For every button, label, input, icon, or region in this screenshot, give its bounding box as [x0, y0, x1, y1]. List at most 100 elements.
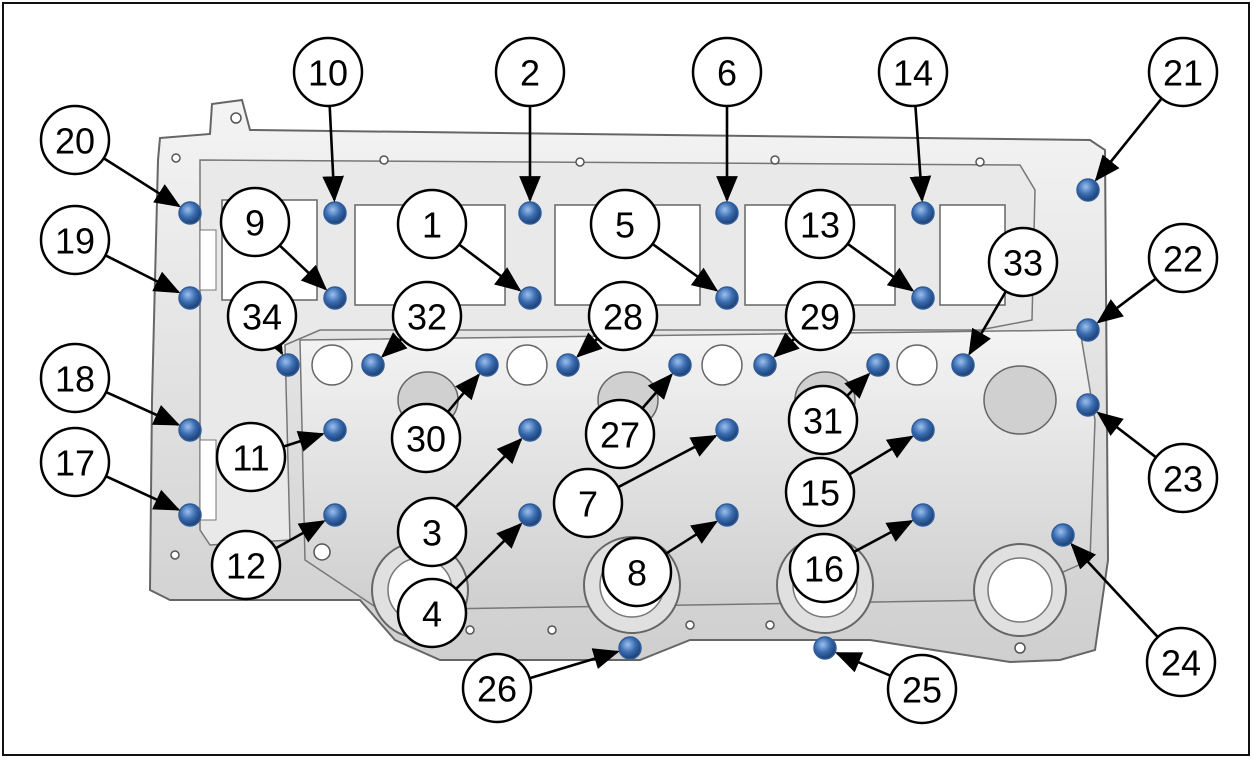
callout-label: 22: [1163, 239, 1203, 280]
callout-circle: [784, 280, 856, 352]
callout-label: 6: [717, 53, 737, 94]
leader-line-25: [834, 651, 892, 677]
bolt-17: [178, 503, 202, 527]
callout-circle: [396, 496, 468, 568]
callout-circle: [552, 467, 624, 539]
callout-circle: [390, 402, 462, 474]
bolt-13: [911, 286, 935, 310]
callout-16: 16: [788, 532, 860, 604]
port-hole: [311, 344, 353, 386]
bolt-30: [475, 353, 499, 377]
leader-line-18: [105, 390, 181, 426]
callout-label: 3: [422, 513, 442, 554]
callout-circle: [877, 36, 949, 108]
port-hole: [506, 344, 548, 386]
callout-label: 2: [520, 53, 540, 94]
bolt-16: [911, 503, 935, 527]
callout-label: 9: [245, 203, 265, 244]
callout-15: 15: [784, 456, 856, 528]
leader-lines: [103, 97, 1163, 680]
bolt-31: [866, 353, 890, 377]
leader-line-31: [844, 372, 871, 399]
bolt-27: [668, 353, 692, 377]
leader-line-24: [1070, 542, 1159, 638]
callout-circle: [39, 204, 111, 276]
leader-line-26: [529, 648, 620, 680]
callout-circle: [391, 280, 463, 352]
callout-9: 9: [219, 186, 291, 258]
callout-circle: [226, 280, 298, 352]
callout-34: 34: [226, 280, 298, 352]
leader-line-28: [576, 332, 603, 358]
bolt-21: [1076, 178, 1100, 202]
callout-3: 3: [396, 496, 468, 568]
bolt-7: [715, 418, 739, 442]
leader-line-10: [322, 105, 344, 203]
bolt-32: [361, 353, 385, 377]
bolt-14: [911, 201, 935, 225]
callout-26: 26: [461, 652, 533, 724]
side-slot: [199, 439, 217, 521]
callout-circle: [987, 226, 1059, 298]
callout-circle: [584, 398, 656, 470]
callout-label: 10: [308, 53, 348, 94]
leader-line-29: [773, 332, 800, 358]
callout-circle: [1145, 626, 1217, 698]
callout-13: 13: [784, 188, 856, 260]
bolt-12: [323, 503, 347, 527]
bolt-3: [518, 418, 542, 442]
callout-circle: [210, 529, 282, 601]
callout-circle: [396, 188, 468, 260]
bolt-8: [715, 503, 739, 527]
callout-circle: [601, 536, 673, 608]
bolt-33: [951, 353, 975, 377]
leader-line-4: [455, 522, 523, 590]
callout-30: 30: [390, 402, 462, 474]
callout-20: 20: [39, 104, 111, 176]
leader-line-19: [104, 254, 181, 294]
callout-circle: [587, 280, 659, 352]
callout-label: 29: [800, 297, 840, 338]
leader-line-9: [278, 244, 328, 291]
callout-label: 33: [1003, 243, 1043, 284]
bolt-6: [715, 201, 739, 225]
callout-32: 32: [391, 280, 463, 352]
callout-label: 32: [407, 297, 447, 338]
callout-label: 25: [902, 670, 942, 711]
callout-4: 4: [396, 577, 468, 649]
callout-21: 21: [1147, 36, 1219, 108]
leader-line-17: [105, 475, 181, 511]
bolt-9: [323, 286, 347, 310]
callout-label: 34: [242, 297, 282, 338]
leader-line-23: [1096, 411, 1157, 459]
callout-14: 14: [877, 36, 949, 108]
callout-circle: [787, 384, 859, 456]
leader-line-3: [454, 437, 523, 509]
port-hole: [896, 344, 938, 386]
callout-label: 1: [422, 205, 442, 246]
bolt-29: [753, 353, 777, 377]
injector-bore: [983, 365, 1057, 435]
callout-label: 17: [55, 443, 95, 484]
callout-circle: [39, 104, 111, 176]
callout-circle: [396, 577, 468, 649]
port-hole: [701, 344, 743, 386]
leader-line-11: [282, 430, 325, 452]
callout-25: 25: [886, 653, 958, 725]
leader-line-21: [1094, 97, 1163, 182]
callout-label: 16: [804, 549, 844, 590]
callout-label: 27: [600, 415, 640, 456]
callout-circle: [215, 421, 287, 493]
leader-line-13: [846, 242, 915, 292]
callout-circle: [39, 342, 111, 414]
callout-label: 14: [893, 53, 933, 94]
callout-circle: [461, 652, 533, 724]
callout-label: 30: [406, 419, 446, 460]
callout-19: 19: [39, 204, 111, 276]
callout-label: 23: [1163, 459, 1203, 500]
callout-label: 4: [422, 594, 442, 635]
callout-11: 11: [215, 421, 287, 493]
leader-line-15: [848, 435, 914, 476]
callout-label: 26: [477, 669, 517, 710]
bolt-10: [323, 201, 347, 225]
